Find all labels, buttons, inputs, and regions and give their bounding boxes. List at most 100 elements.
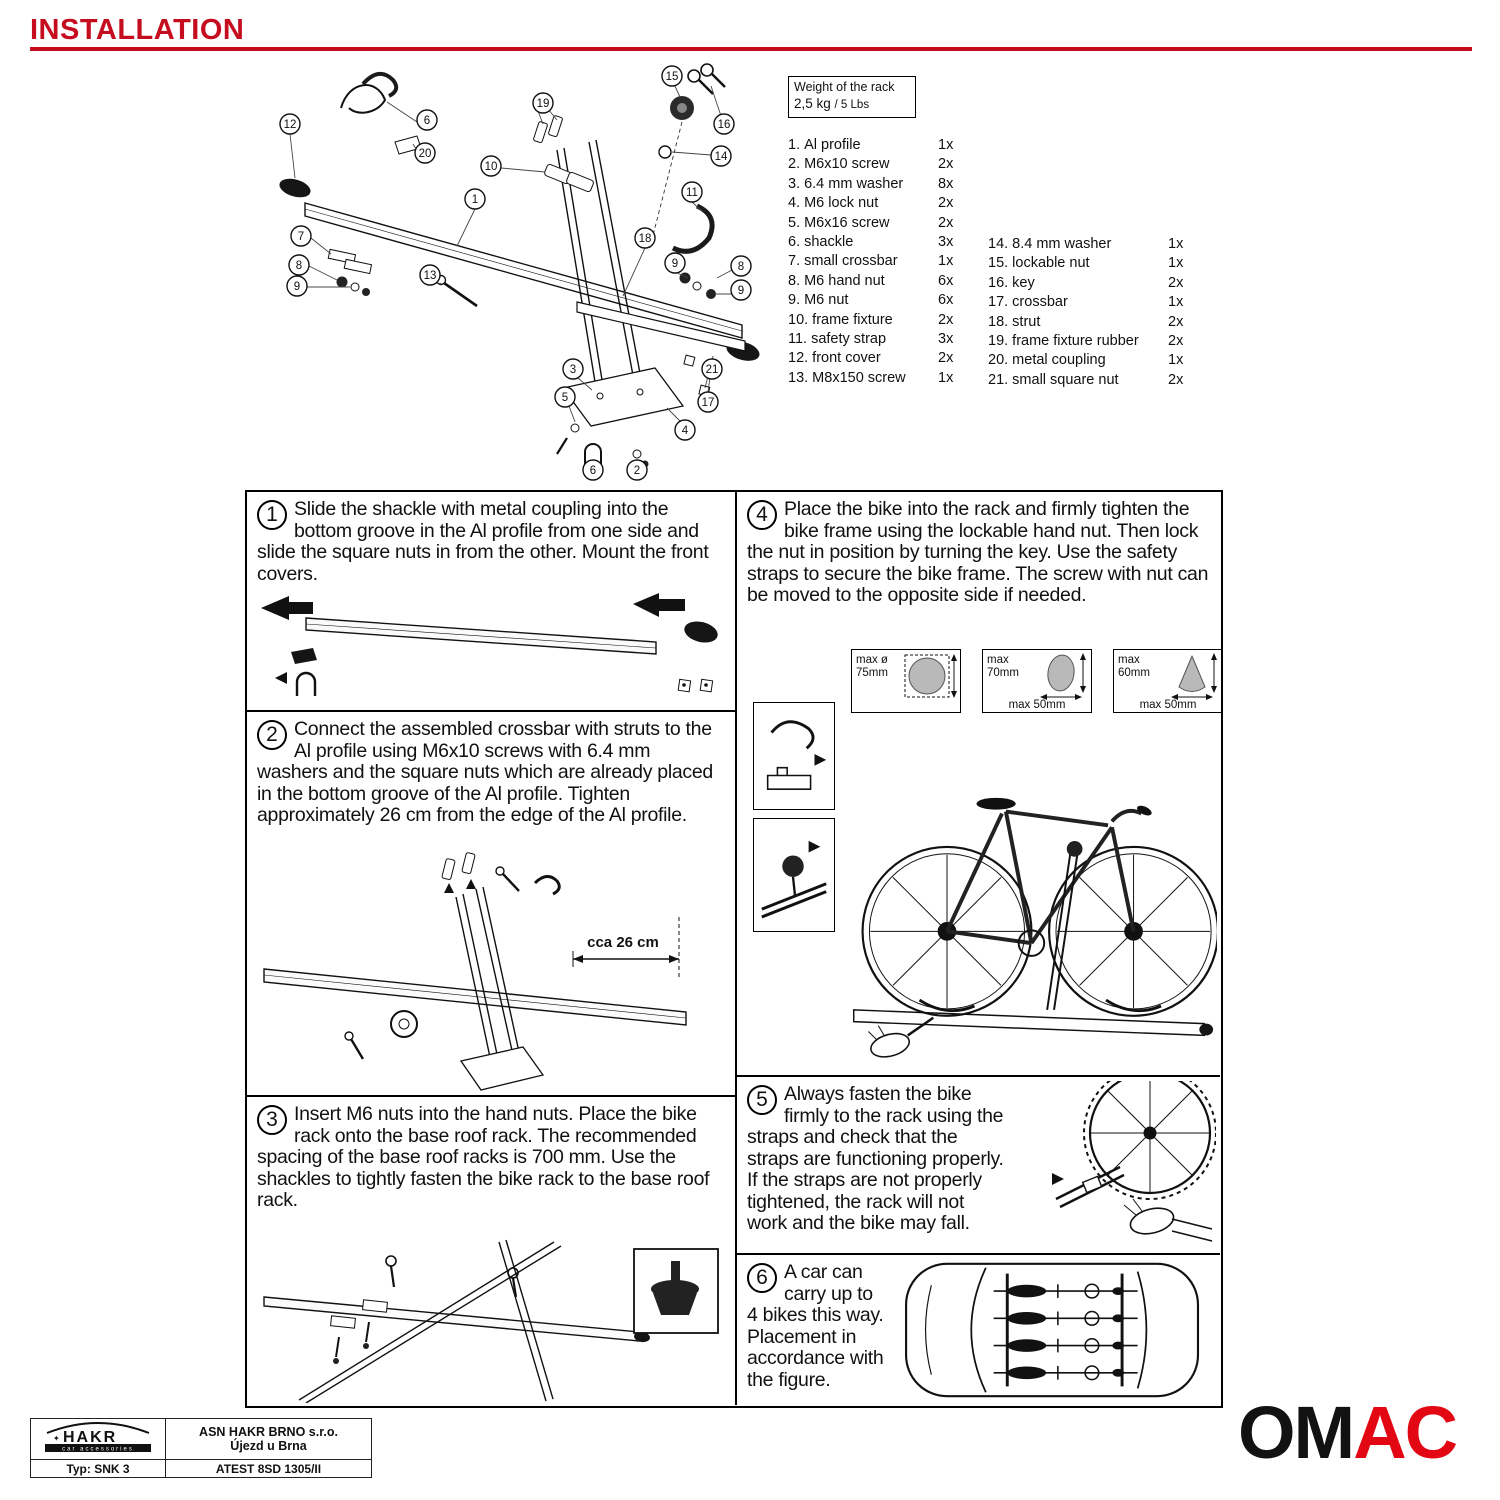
car-roof-illustration (905, 1262, 1200, 1398)
lockable-nut-drawing (648, 96, 694, 252)
part-row: 14.8.4 mm washer 1x (988, 236, 1184, 252)
callout-20: 20 (414, 142, 436, 164)
frame-dimension-boxes: max ø 75mm max 70mm (851, 649, 1223, 713)
svg-text:11: 11 (686, 187, 698, 199)
svg-text:13: 13 (424, 270, 437, 282)
part-row: 16.key 2x (988, 274, 1184, 291)
part-row: 20.metal coupling 1x (988, 352, 1184, 369)
callout-21: 21 (701, 358, 723, 380)
svg-text:19: 19 (537, 98, 550, 110)
hand-nut-detail-box (633, 1248, 719, 1334)
weight-value: 2,5 kg / 5 Lbs (794, 95, 870, 111)
step-3-number: 3 (257, 1105, 287, 1135)
fixture-detail-box-1 (753, 702, 835, 810)
svg-text:9: 9 (672, 258, 678, 270)
part-row: 15.lockable nut 1x (988, 255, 1184, 272)
dim-box-75mm: max ø 75mm (851, 649, 961, 713)
bike-frame (945, 809, 1136, 946)
bikes-top-view (993, 1283, 1138, 1381)
part-row: 13.M8x150 screw 1x (788, 369, 954, 386)
callout-9b: 9 (664, 252, 686, 274)
part-row: 10.frame fixture 2x (788, 311, 954, 328)
part-row: 9.M6 nut 6x (788, 292, 954, 309)
part-row: 2.M6x10 screw 2x (788, 156, 954, 173)
part-row: 4.M6 lock nut 2x (788, 195, 954, 212)
svg-text:15: 15 (666, 71, 679, 83)
callout-6b: 6 (582, 459, 604, 481)
svg-text:car accessories: car accessories (62, 1447, 134, 1453)
callout-6: 6 (416, 109, 438, 131)
crossbar-drawing (576, 301, 746, 352)
step-3-illustration (263, 1239, 719, 1403)
svg-text:14: 14 (715, 151, 728, 163)
triangle-tube-shape (1171, 653, 1217, 700)
part-row: 17.crossbar 1x (988, 294, 1184, 311)
hakr-logo: ✦ HAKR car accessories (45, 1422, 151, 1453)
front-cover-left-drawing (279, 178, 311, 198)
svg-text:21: 21 (706, 364, 719, 376)
step-3-text: Insert M6 nuts into the hand nuts. Place… (257, 1103, 710, 1211)
svg-text:16: 16 (718, 119, 731, 131)
step-4-number: 4 (747, 500, 777, 530)
svg-text:8: 8 (738, 261, 744, 273)
step-2: 2 Connect the assembled crossbar with st… (247, 712, 737, 1097)
callout-19: 19 (532, 92, 554, 114)
step-6-text: A car can carry up to 4 bikes this way. … (747, 1261, 884, 1391)
step-6-number: 6 (747, 1263, 777, 1293)
part-row: 18.strut 2x (988, 313, 1184, 330)
callout-4: 4 (674, 419, 696, 441)
callout-10: 10 (480, 155, 502, 177)
svg-text:17: 17 (702, 397, 715, 409)
instructions-box: 1 Slide the shackle with metal coupling … (245, 490, 1223, 1408)
callout-8: 8 (288, 254, 310, 276)
shackle-drawing (340, 84, 387, 114)
hand-drawing (1123, 1198, 1213, 1242)
callout-8b: 8 (730, 255, 752, 277)
page-title: INSTALLATION (30, 14, 245, 46)
callout-5: 5 (554, 386, 576, 408)
safety-strap-drawing (671, 203, 715, 254)
svg-text:20: 20 (419, 148, 432, 160)
svg-text:5: 5 (562, 392, 568, 404)
weight-label: Weight of the rack (794, 80, 895, 94)
svg-text:12: 12 (284, 119, 297, 131)
part-row: 1.Al profile 1x (788, 137, 954, 153)
svg-text:6: 6 (590, 465, 596, 477)
frame-fixture-drawing (533, 115, 594, 193)
callout-1: 1 (464, 188, 486, 210)
weight-box: Weight of the rack 2,5 kg / 5 Lbs (788, 76, 916, 118)
step-5-number: 5 (747, 1085, 777, 1115)
callout-13: 13 (419, 264, 441, 286)
callout-9c: 9 (730, 279, 752, 301)
round-tube-shape (904, 654, 957, 698)
svg-text:7: 7 (298, 231, 304, 243)
step-2-illustration: cca 26 cm (263, 852, 687, 1091)
part-row: 21.small square nut 2x (988, 371, 1184, 388)
callout-17: 17 (697, 391, 719, 413)
svg-text:8: 8 (296, 260, 302, 272)
bike-on-rack-illustration (852, 797, 1217, 1058)
strut-drawing (556, 139, 643, 395)
dim-box-60mm: max 60mm max 50mm (1113, 649, 1223, 713)
callout-15: 15 (661, 65, 683, 87)
safety-strap-top-drawing (361, 72, 399, 98)
part-row: 7.small crossbar 1x (788, 253, 954, 270)
step-1-illustration (261, 593, 718, 696)
svg-text:1: 1 (472, 194, 478, 206)
small-hardware-drawing (327, 248, 716, 468)
step-2-number: 2 (257, 720, 287, 750)
base-plate-drawing (561, 367, 685, 427)
atest-label: ATEST 8SD 1305/II (165, 1459, 372, 1478)
svg-text:3: 3 (570, 364, 576, 376)
omac-logo: OMAC (1238, 1391, 1458, 1474)
step-6: 6 A car can carry up to 4 bikes this way… (737, 1255, 1220, 1405)
wheel-drawing (1083, 1081, 1216, 1200)
svg-text:6: 6 (424, 115, 430, 127)
step-1: 1 Slide the shackle with metal coupling … (247, 492, 737, 712)
callout-11: 11 (681, 181, 703, 203)
callout-18: 18 (634, 227, 656, 249)
part-row: 12.front cover 2x (788, 350, 954, 367)
parts-list-column-1: 1.Al profile 1x 2.M6x10 screw 2x 3.6.4 m… (788, 136, 978, 388)
callout-9: 9 (286, 275, 308, 297)
